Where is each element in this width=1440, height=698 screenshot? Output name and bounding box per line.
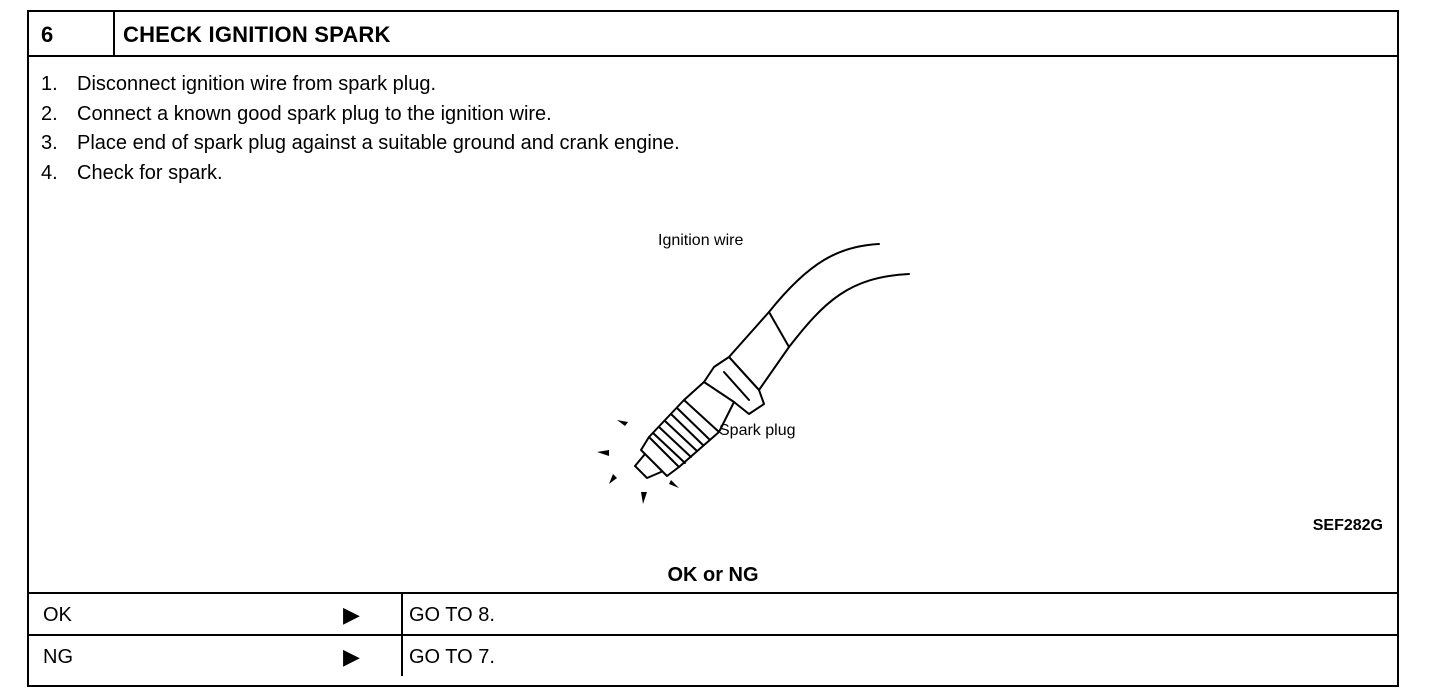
- instruction-number: 1.: [41, 73, 58, 95]
- row-divider: [401, 594, 403, 634]
- result-label: OK: [43, 604, 72, 626]
- instruction-text: Check for spark.: [77, 161, 223, 184]
- header-divider: [113, 12, 115, 55]
- instruction-list: 1. Disconnect ignition wire from spark pl…: [41, 70, 680, 188]
- spark-plug-illustration: [597, 243, 910, 504]
- wire-boot-icon: [728, 311, 790, 391]
- instruction-number: 2.: [41, 102, 58, 125]
- result-heading: OK or NG: [667, 564, 759, 586]
- step-title: CHECK IGNITION SPARK: [123, 22, 391, 47]
- row-divider: [401, 636, 403, 676]
- plug-threads-icon: [648, 399, 720, 468]
- spark-marks-icon: [597, 420, 679, 504]
- instruction-text: Disconnect ignition wire from spark plug…: [77, 73, 437, 95]
- instruction-number: 3.: [41, 132, 58, 154]
- result-action: GO TO 8.: [409, 604, 495, 626]
- figure-code: SEF282G: [1312, 517, 1383, 534]
- instruction-text: Connect a known good spark plug to the i…: [77, 102, 552, 125]
- arrow-right-icon: ▶: [343, 644, 360, 669]
- spark-plug-label: Spark plug: [719, 422, 796, 439]
- instruction-item: 3. Place end of spark plug against a suit…: [41, 129, 680, 159]
- procedure-table: 6 CHECK IGNITION SPARK 1. Disconnect igni…: [27, 10, 1399, 687]
- instruction-item: 2. Connect a known good spark plug to the…: [41, 100, 680, 130]
- instruction-text: Place end of spark plug against a suitab…: [77, 132, 680, 154]
- result-action: GO TO 7.: [409, 646, 495, 668]
- hex-nut-icon: [703, 356, 765, 415]
- instruction-number: 4.: [41, 161, 58, 184]
- arrow-right-icon: ▶: [343, 602, 360, 627]
- electrode-icon: [634, 453, 662, 479]
- ignition-wire-label: Ignition wire: [658, 232, 744, 249]
- ignition-wire-icon: [768, 243, 910, 348]
- result-row-ok: OK ▶ GO TO 8.: [29, 592, 1397, 634]
- instruction-item: 4. Check for spark.: [41, 159, 680, 189]
- instruction-item: 1. Disconnect ignition wire from spark pl…: [41, 70, 680, 100]
- result-label: NG: [43, 646, 73, 668]
- step-number: 6: [41, 22, 54, 47]
- result-row-ng: NG ▶ GO TO 7.: [29, 634, 1397, 676]
- step-header: 6 CHECK IGNITION SPARK: [29, 12, 1397, 57]
